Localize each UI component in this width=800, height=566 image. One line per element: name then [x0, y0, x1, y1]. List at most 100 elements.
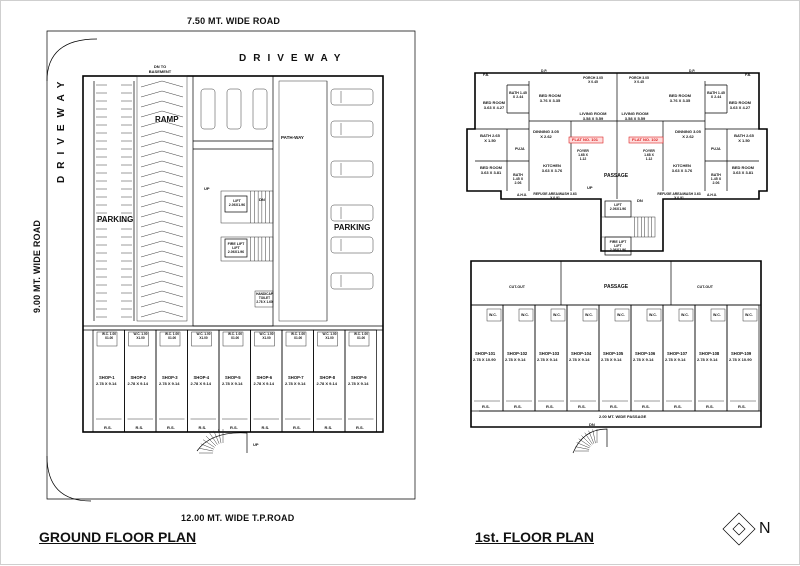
gf-fire-lift	[224, 238, 248, 258]
ff-flat-101-walls	[475, 81, 617, 191]
ff-shop-rs: R.S.	[578, 404, 586, 409]
driveway-top-label: DRIVEWAY	[239, 53, 348, 64]
gf-shop-name: SHOP-2	[130, 375, 147, 380]
flat-101-fb: F.B.	[483, 73, 490, 77]
gf-cars-top	[200, 88, 268, 130]
gf-stair-lower	[220, 236, 274, 262]
gf-shop-name: SHOP-7	[288, 375, 304, 380]
gf-shop-size: 2.78 X 9.14	[316, 381, 337, 386]
ff-shop-size: 2.78 X 9.14	[633, 357, 654, 362]
flat-102-bath2: BATH 1.45 X 2.44	[707, 91, 725, 99]
ff-passage-label: PASSAGE	[604, 173, 629, 179]
ff-fire-lift-label: FIRE LIFT LIFT 2.06X1.96	[609, 240, 627, 252]
ff-dn-label: DN	[637, 198, 643, 203]
gf-parking-stalls-left	[96, 84, 132, 318]
boundary-curve-bottom	[46, 455, 92, 502]
gf-dn-label: DN	[259, 197, 265, 202]
gf-shop-name: SHOP-4	[193, 375, 210, 380]
gf-shop-name: SHOP-1	[99, 375, 115, 380]
gf-shop-wc: W.C. 1.00 X1.00	[165, 332, 179, 340]
gf-shop-name: SHOP-8	[319, 375, 336, 380]
ff-entrance-stair	[572, 428, 608, 454]
gf-entrance-up-label: UP	[253, 442, 259, 447]
gf-shop-name: SHOP-6	[256, 375, 273, 380]
ramp-chevron-pattern	[140, 80, 184, 318]
flat-102-tag: FLAT NO. 102	[632, 137, 658, 142]
ff-shop-name: SHOP-109	[731, 351, 752, 356]
flat-101-living: LIVING ROOM 3.58 X 5.59	[579, 111, 607, 121]
ground-floor-title: GROUND FLOOR PLAN	[39, 529, 197, 545]
ff-shop-rs: R.S.	[706, 404, 714, 409]
gf-shop-rs: R.S.	[104, 425, 112, 430]
ff-shop-size: 2.78 X 10.90	[473, 357, 496, 362]
ff-shop-name: SHOP-103	[539, 351, 560, 356]
ff-shop-rs: R.S.	[610, 404, 618, 409]
ff-flat-102-walls	[617, 81, 759, 191]
flat-102-ahu: A.H.U.	[707, 193, 718, 197]
gf-shop-wc: W.C. 1.00 X1.00	[228, 332, 242, 340]
plot-boundary	[46, 30, 416, 500]
ff-cutout-right-label: CUT-OUT	[697, 285, 713, 289]
flat-101-puja: PUJA	[515, 147, 525, 151]
flat-102-fb: F.B.	[745, 73, 752, 77]
flat-101-dp: D.P.	[541, 69, 548, 73]
ff-passage-wide-label: 2.00 MT. WIDE PASSAGE	[599, 414, 647, 419]
ff-shop-name: SHOP-104	[571, 351, 592, 356]
ff-lift-label: LIFT 2.06X1.96	[609, 203, 627, 211]
ff-stair	[600, 216, 656, 238]
ff-shop-rs: R.S.	[674, 404, 682, 409]
gf-shop-rs: R.S.	[135, 425, 144, 430]
gf-shop-size: 2.78 X 9.14	[222, 381, 243, 386]
ff-flat-outline	[466, 72, 768, 252]
ff-shop-wc: W.C.	[745, 313, 753, 317]
gf-shop-rs: R.S.	[356, 425, 364, 430]
ff-shop-size: 2.78 X 9.14	[665, 357, 686, 362]
north-arrow-icon	[722, 512, 756, 546]
ff-shop-size: 2.78 X 9.14	[537, 357, 558, 362]
ff-shop-name: SHOP-102	[507, 351, 528, 356]
ff-entrance-dn-label: DN	[589, 422, 595, 427]
gf-fire-lift-label: FIRE LIFT LIFT 2.06X1.96	[227, 242, 245, 254]
ff-shop-wc: W.C.	[553, 313, 561, 317]
gf-shop-size: 2.78 X 9.14	[348, 381, 369, 386]
ff-shop-name: SHOP-105	[603, 351, 624, 356]
ff-shop-size: 2.78 X 10.90	[729, 357, 752, 362]
flat-102-dp: D.P.	[689, 69, 696, 73]
ff-shop-size: 2.78 X 9.14	[505, 357, 526, 362]
flat-101-porch: PORCH 3.05 X 0.45	[583, 76, 603, 84]
flat-101-foyer: FOYER 1.68 X 1.12	[577, 149, 589, 161]
gf-shop-wc: W.C. 1.00 X1.00	[291, 332, 305, 340]
ff-up-label: UP	[587, 185, 593, 190]
ff-shop-wc: W.C.	[713, 313, 721, 317]
gf-shop-wc: W.C. 1.00 X1.00	[354, 332, 368, 340]
flat-101-bath1: BATH 2.65 X 1.50	[480, 133, 500, 143]
gf-shop-name: SHOP-9	[351, 375, 367, 380]
ff-shop-size: 2.78 X 9.14	[569, 357, 590, 362]
ff-cutout-left-label: CUT-OUT	[509, 285, 525, 289]
ff-shop-rs: R.S.	[514, 404, 522, 409]
ff-shop-wc: W.C.	[649, 313, 657, 317]
handicap-toilet-label: HANDICAP TOILET 2.78 X 1.60	[256, 292, 273, 304]
gf-stair-upper	[220, 190, 274, 224]
flat-101-bath3: BATH 1.45 X 2.06	[512, 173, 524, 185]
road-bottom-label: 12.00 MT. WIDE T.P.ROAD	[181, 513, 295, 523]
flat-102-refuge: REFUGE AREA/WASH 3.63 X 0.91	[657, 192, 701, 200]
gf-left-parking-bays	[93, 81, 135, 321]
flat-101-bed2: BED ROOM 3.76 X 3.35	[539, 93, 561, 103]
ff-shop-rs: R.S.	[546, 404, 554, 409]
flat-101-tag: FLAT NO. 101	[572, 137, 598, 142]
flat-102-bath1: BATH 2.65 X 1.50	[734, 133, 754, 143]
flat-101-refuge: REFUGE AREA/WASH 3.63 X 0.91	[533, 192, 577, 200]
flat-102-puja: PUJA	[711, 147, 721, 151]
flat-102-bed2: BED ROOM 3.76 X 3.35	[669, 93, 691, 103]
gf-shop-wc: W.C. 1.00 X1.00	[196, 332, 211, 340]
ff-passage-lower-label: PASSAGE	[604, 284, 629, 290]
gf-shop-rs: R.S.	[167, 425, 175, 430]
ff-shop-size: 2.78 X 9.14	[601, 357, 622, 362]
gf-lift-label: LIFT 2.06X1.96	[228, 199, 246, 207]
gf-up-label: UP	[204, 186, 210, 191]
first-floor-title: 1st. FLOOR PLAN	[475, 529, 595, 545]
gf-shop-size: 2.78 X 9.14	[253, 381, 274, 386]
road-left-label: 9.00 MT. WIDE ROAD	[32, 219, 42, 313]
